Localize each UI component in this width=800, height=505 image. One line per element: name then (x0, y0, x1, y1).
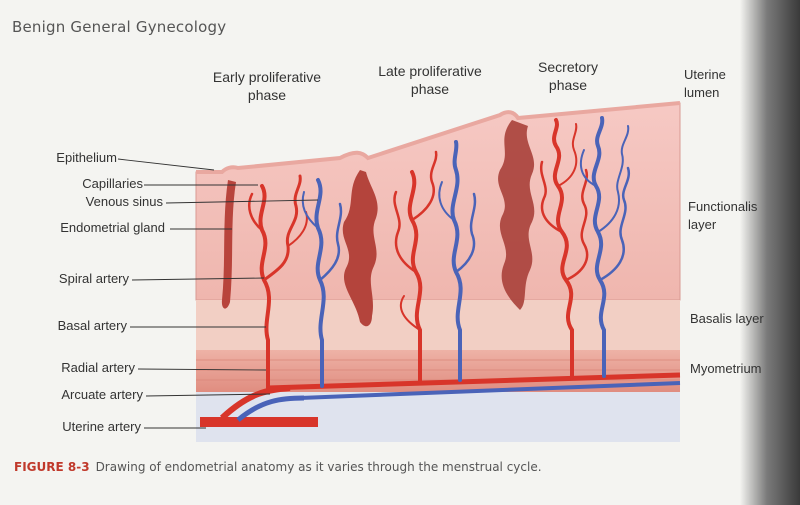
phase-title-line: Late proliferative (378, 63, 482, 79)
label-venous-sinus: Venous sinus (85, 194, 163, 209)
arcuate-vein (299, 381, 681, 400)
endometrial-gland-secretory (498, 120, 535, 310)
page-edge-shadow (740, 0, 800, 505)
endometrial-gland-late (342, 170, 378, 327)
figure-number: FIGURE 8-3 (14, 460, 90, 474)
phase-label-late-proliferative: Late proliferative phase (355, 62, 505, 98)
phase-label-secretory: Secretory phase (493, 58, 643, 94)
lumen-line: lumen (684, 85, 720, 100)
label-basalis-layer: Basalis layer (690, 311, 764, 326)
label-spiral-artery: Spiral artery (58, 271, 129, 286)
label-endometrial-gland: Endometrial gland (60, 220, 165, 235)
running-head: Benign General Gynecology (12, 18, 227, 36)
functional-line: layer (688, 217, 717, 232)
caption-text: Drawing of endometrial anatomy as it var… (95, 460, 542, 474)
early-phase-vessels (248, 174, 343, 390)
uterine-vein-branch (236, 395, 305, 422)
functional-layer (195, 102, 681, 301)
endometrial-gland-early (221, 180, 236, 309)
late-phase-vessels (393, 140, 477, 384)
uterine-lumen-label: Uterine lumen (684, 66, 726, 102)
label-epithelium: Epithelium (56, 150, 117, 165)
label-myometrium: Myometrium (690, 361, 762, 376)
epithelium-edge (196, 101, 681, 174)
label-arcuate-artery: Arcuate artery (61, 387, 143, 402)
arcuate-artery (267, 372, 681, 391)
figure-caption: FIGURE 8-3 Drawing of endometrial anatomy… (14, 460, 542, 474)
label-uterine-artery: Uterine artery (62, 419, 141, 434)
functional-line: Functionalis (688, 199, 758, 214)
phase-title-line: Early proliferative (212, 69, 322, 85)
secretory-phase-vessels (539, 116, 631, 380)
phase-title-line: Secretory (538, 59, 598, 75)
lumen-line: Uterine (684, 67, 726, 82)
phase-title-line: phase (410, 81, 450, 97)
phase-title-line: phase (247, 87, 287, 103)
label-capillaries: Capillaries (82, 176, 143, 191)
label-basal-artery: Basal artery (57, 318, 127, 333)
label-radial-artery: Radial artery (61, 360, 135, 375)
basalis-layer (196, 300, 680, 350)
label-functional-layer: Functionalis layer (688, 198, 757, 234)
leader-lines (117, 158, 319, 429)
phase-title-line: phase (548, 77, 588, 93)
phase-label-early-proliferative: Early proliferative phase (192, 68, 342, 104)
